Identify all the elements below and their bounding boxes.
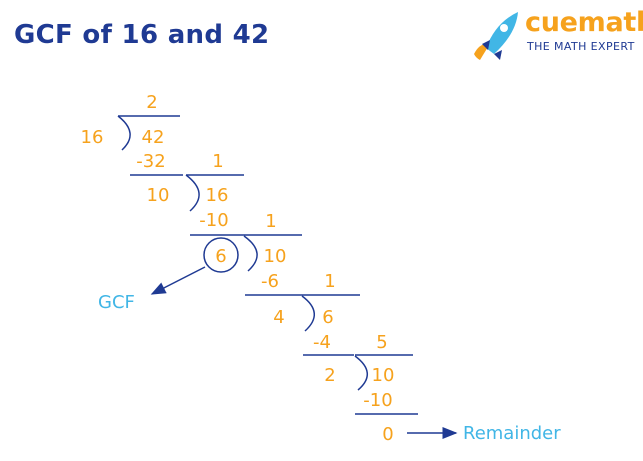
rocket-icon: [474, 12, 518, 60]
gcf-highlight-circle: [203, 237, 239, 273]
quotient-2: 1: [212, 151, 223, 172]
subtract-4: -4: [313, 332, 331, 353]
dividend-4: 6: [322, 307, 333, 328]
subtract-1: -32: [136, 151, 165, 172]
subtract-3: -6: [261, 271, 279, 292]
dividend-1: 42: [142, 127, 165, 148]
divisor-1: 16: [81, 127, 104, 148]
division-bracket-1: [117, 115, 131, 151]
division-bracket-2: [185, 174, 200, 212]
subtract-5: -10: [363, 390, 392, 411]
division-bracket-3: [243, 235, 258, 272]
quotient-5: 5: [376, 332, 387, 353]
division-bracket-4: [301, 295, 315, 332]
quotient-3: 1: [265, 211, 276, 232]
remainder-4: 2: [324, 365, 335, 386]
remainder-label: Remainder: [463, 423, 561, 444]
brand-name: cuemath: [525, 7, 643, 38]
brand-tagline: THE MATH EXPERT: [527, 40, 635, 53]
remainder-2: 6: [215, 246, 226, 267]
gcf-arrow: [150, 266, 206, 295]
quotient-1: 2: [146, 92, 157, 113]
page-title: GCF of 16 and 42: [14, 20, 270, 50]
subtract-2: -10: [199, 210, 228, 231]
dividend-3: 10: [264, 246, 287, 267]
remainder-5: 0: [382, 424, 393, 445]
remainder-3: 4: [273, 307, 284, 328]
remainder-1: 10: [147, 185, 170, 206]
division-bracket-5: [354, 355, 368, 391]
gcf-label: GCF: [98, 292, 135, 313]
dividend-5: 10: [372, 365, 395, 386]
dividend-2: 16: [206, 185, 229, 206]
quotient-4: 1: [324, 271, 335, 292]
